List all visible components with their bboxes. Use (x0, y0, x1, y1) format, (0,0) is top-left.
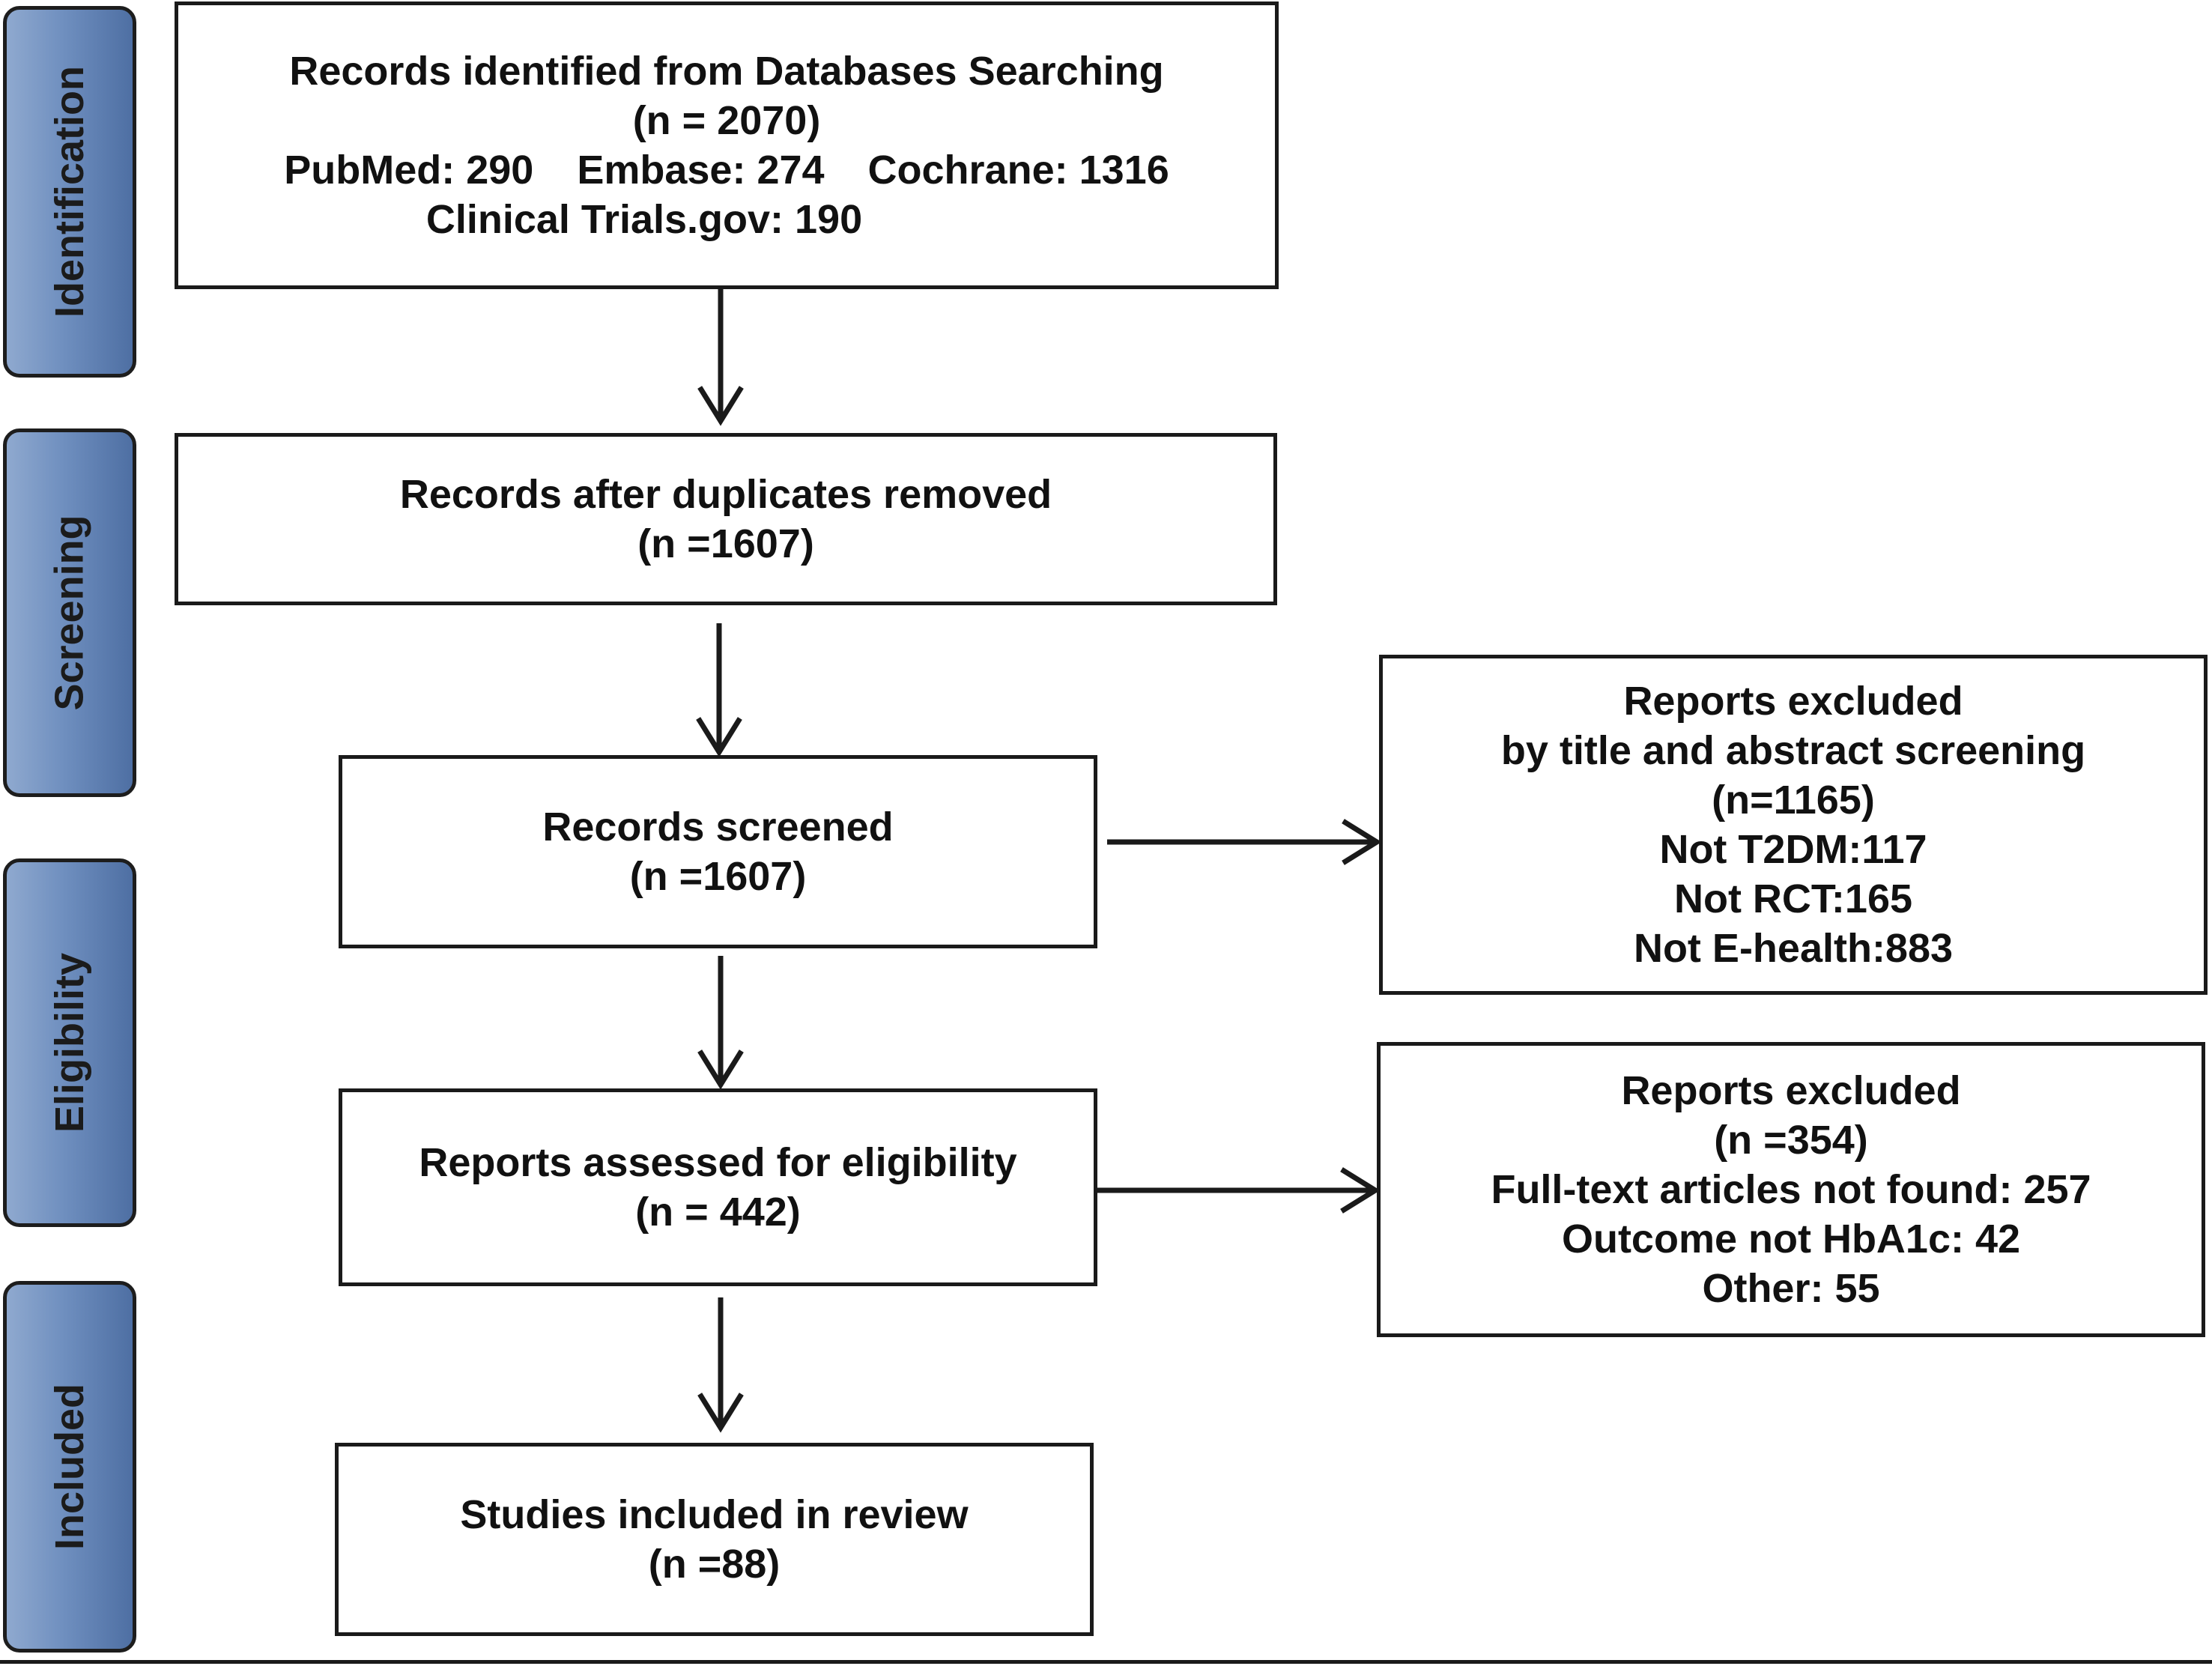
arrow-screened-to-excluded (1107, 819, 1382, 865)
exclusion-line: Not E-health:883 (1633, 926, 1954, 971)
arrow-screened-to-assessed (697, 956, 744, 1090)
exclusion-line: Outcome not HbA1c: 42 (1561, 1217, 2021, 1261)
source-counts: PubMed: 290 Embase: 274 Cochrane: 1316 (284, 145, 1169, 195)
box-records-screened: Records screened (n =1607) (339, 755, 1097, 948)
exclusion-line: (n=1165) (1712, 778, 1875, 823)
box-title: Records identified from Databases Search… (289, 49, 1164, 94)
arrow-assessed-to-included (697, 1297, 744, 1433)
source-cochrane: Cochrane: 1316 (867, 148, 1169, 193)
arrow-assessed-to-excluded (1097, 1167, 1381, 1214)
exclusion-line: by title and abstract screening (1500, 728, 2086, 773)
box-count: (n = 442) (635, 1190, 801, 1235)
exclusion-line: Not T2DM:117 (1659, 827, 1927, 872)
source-embase: Embase: 274 (577, 148, 825, 193)
box-excluded-screening: Reports excluded by title and abstract s… (1379, 655, 2208, 995)
exclusion-line: Reports excluded (1623, 679, 1963, 724)
source-pubmed: PubMed: 290 (284, 148, 534, 193)
stage-screening: Screening (3, 428, 136, 797)
exclusion-line: Full-text articles not found: 257 (1491, 1167, 2091, 1212)
source-clinicaltrials: Clinical Trials.gov: 190 (425, 197, 863, 242)
box-count: (n = 2070) (632, 98, 821, 143)
arrow-deduplicated-to-screened (696, 623, 742, 757)
box-title: Records screened (542, 805, 894, 849)
stage-included: Included (3, 1281, 136, 1653)
box-title: Studies included in review (460, 1492, 969, 1537)
box-studies-included: Studies included in review (n =88) (335, 1443, 1094, 1636)
bottom-rule (0, 1660, 2212, 1664)
arrow-identified-to-deduplicated (697, 289, 744, 426)
stage-identification: Identification (3, 6, 136, 378)
box-reports-assessed: Reports assessed for eligibility (n = 44… (339, 1088, 1097, 1286)
exclusion-line: Reports excluded (1621, 1068, 1961, 1113)
box-count: (n =1607) (637, 521, 814, 566)
box-count: (n =1607) (629, 854, 807, 899)
box-records-identified: Records identified from Databases Search… (175, 1, 1279, 289)
box-title: Reports assessed for eligibility (419, 1140, 1017, 1185)
box-title: Records after duplicates removed (399, 472, 1052, 517)
box-records-deduplicated: Records after duplicates removed (n =160… (175, 433, 1277, 605)
box-excluded-eligibility: Reports excluded (n =354) Full-text arti… (1377, 1042, 2205, 1337)
exclusion-line: Not RCT:165 (1673, 876, 1913, 921)
exclusion-line: Other: 55 (1702, 1266, 1880, 1311)
box-count: (n =88) (648, 1542, 781, 1587)
exclusion-line: (n =354) (1714, 1118, 1868, 1163)
stage-eligibility: Eligibility (3, 858, 136, 1227)
